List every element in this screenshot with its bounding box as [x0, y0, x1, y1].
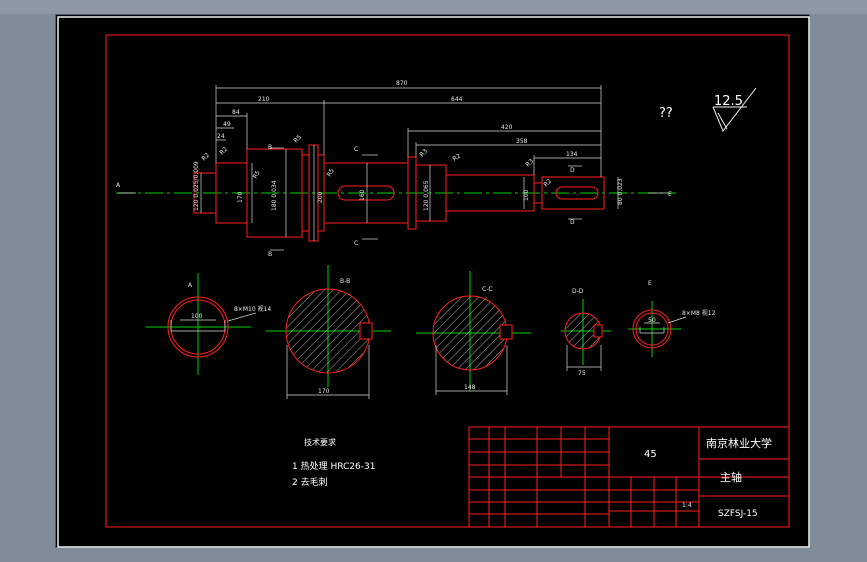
section-a-outline	[167, 296, 229, 358]
section-mark-d-bottom: D	[570, 219, 575, 226]
roughness-value: 12.5	[714, 94, 743, 109]
dia-180: 180 0.034	[271, 180, 278, 211]
section-b-title: B-B	[340, 278, 350, 285]
section-view-a: A 100 8×M10 视14	[146, 273, 271, 375]
section-view-c: C-C 148	[416, 271, 531, 395]
part-name: 主轴	[720, 470, 742, 484]
section-e-outline	[632, 309, 672, 349]
radius-label-2: R5	[292, 134, 303, 145]
dim-overall: 870	[396, 80, 408, 87]
section-c-title: C-C	[482, 286, 493, 293]
section-mark-c-top: C	[354, 146, 358, 153]
section-arrows	[118, 147, 668, 251]
diameter-dimension-lines	[200, 145, 619, 241]
shaft-step-lines	[215, 145, 543, 241]
window-top-bar	[0, 0, 867, 14]
dia-120b: 120 0.065	[423, 180, 430, 211]
section-view-e: E 50 8×M8 视12	[628, 280, 716, 357]
section-b-dim: 170	[318, 388, 330, 395]
radius-label-7: R5	[252, 169, 262, 180]
radius-label-8: R5	[326, 167, 336, 178]
keyway-right	[555, 186, 599, 200]
dim-420: 420	[501, 124, 513, 131]
dia-160: 160	[359, 189, 366, 201]
drawing-viewport[interactable]: 870 210 644 420 358 134 84 49 24 120 0.0…	[55, 14, 810, 548]
surface-finish-symbol: ?? 12.5	[659, 87, 757, 132]
title-block: 45 南京林业大学 主轴 SZFSJ-15 1:4	[468, 426, 790, 528]
section-view-d: D-D 75	[561, 288, 611, 377]
dia-80: 80 0.023	[617, 178, 624, 205]
dim-84: 84	[232, 109, 240, 116]
dia-200: 200	[317, 191, 324, 203]
roughness-check	[717, 112, 728, 130]
dim-24: 24	[217, 133, 225, 140]
notes-heading: 技术要求	[304, 437, 336, 447]
section-b-hatch	[285, 288, 371, 374]
section-e-title: E	[648, 280, 652, 287]
dim-134: 134	[566, 151, 578, 158]
top-dimension-lines	[215, 85, 602, 177]
section-d-title: D-D	[572, 288, 584, 295]
dim-644: 644	[451, 96, 463, 103]
section-e-note: 8×M8 视12	[682, 309, 716, 317]
radius-label-1: R2	[200, 152, 211, 163]
scale: 1:4	[682, 502, 692, 509]
section-c-dim: 148	[464, 384, 476, 391]
roughness-triangle	[712, 87, 757, 132]
section-mark-d-top: D	[570, 167, 575, 174]
section-mark-c-bottom: C	[354, 240, 358, 247]
dia-120: 120 0.025/0.009	[193, 161, 200, 211]
material: 45	[644, 449, 657, 460]
dia-170: 170	[237, 191, 244, 203]
section-view-b: B-B 170	[266, 265, 391, 399]
school-name: 南京林业大学	[706, 436, 772, 450]
radius-label-5: R3	[524, 158, 535, 169]
dim-358: 358	[516, 138, 528, 145]
radius-label-4: R2	[452, 153, 463, 163]
dim-49: 49	[223, 121, 231, 128]
section-mark-b-bottom: B	[268, 251, 272, 258]
section-e-dim: 50	[648, 317, 656, 324]
radius-label-3: R3	[418, 148, 429, 159]
section-a-dim: 100	[191, 313, 203, 320]
sheet-outer-border	[57, 16, 810, 548]
remaining-finish-mark: ??	[659, 106, 673, 121]
drawing-number: SZFSJ-15	[718, 509, 758, 519]
dim-210: 210	[258, 96, 270, 103]
radius-label-9: R2	[218, 146, 229, 157]
section-c-hatch	[432, 295, 508, 371]
section-a-note: 8×M10 视14	[234, 305, 271, 313]
section-mark-b-top: B	[268, 144, 272, 151]
section-mark-a: A	[116, 182, 121, 189]
notes-item-1: 1 热处理 HRC26-31	[292, 460, 375, 472]
section-mark-e: E	[668, 191, 672, 198]
radius-label-6: R2	[542, 178, 553, 189]
dia-100: 100	[523, 189, 530, 201]
section-d-dim: 75	[578, 370, 586, 377]
technical-notes: 技术要求 1 热处理 HRC26-31 2 去毛刺	[292, 437, 375, 488]
main-view: 870 210 644 420 358 134 84 49 24 120 0.0…	[116, 80, 676, 258]
keyway-middle	[337, 185, 395, 201]
sheet-inner-border	[105, 34, 790, 528]
engineering-drawing[interactable]: 870 210 644 420 358 134 84 49 24 120 0.0…	[56, 15, 811, 549]
notes-item-2: 2 去毛刺	[292, 476, 328, 488]
section-a-title: A	[188, 282, 193, 289]
